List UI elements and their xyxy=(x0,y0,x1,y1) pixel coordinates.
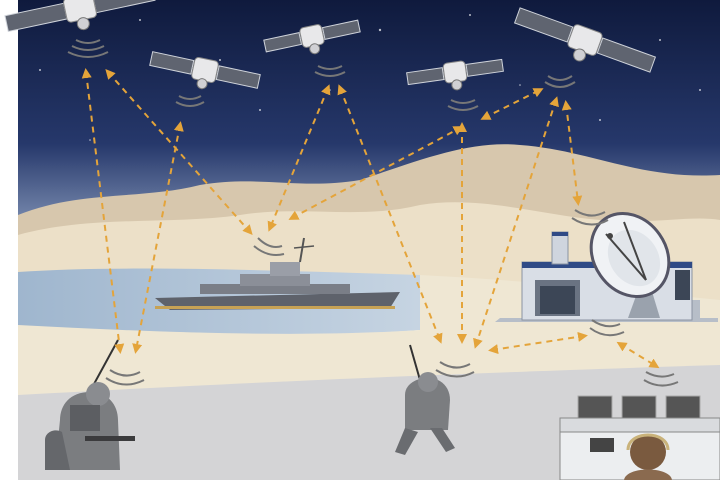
satellite-icon xyxy=(4,0,156,33)
satellite-icon xyxy=(263,19,361,55)
ground xyxy=(18,365,720,480)
left-frame-border xyxy=(0,0,18,480)
satellite-icon xyxy=(513,7,657,73)
soldier-icon xyxy=(395,344,455,455)
operator-workstation-icon xyxy=(559,395,720,480)
signal-arrows xyxy=(81,68,660,369)
satellite-icon xyxy=(406,58,504,91)
soldier-icon xyxy=(45,339,135,470)
ground-station-dish-icon xyxy=(589,211,671,318)
